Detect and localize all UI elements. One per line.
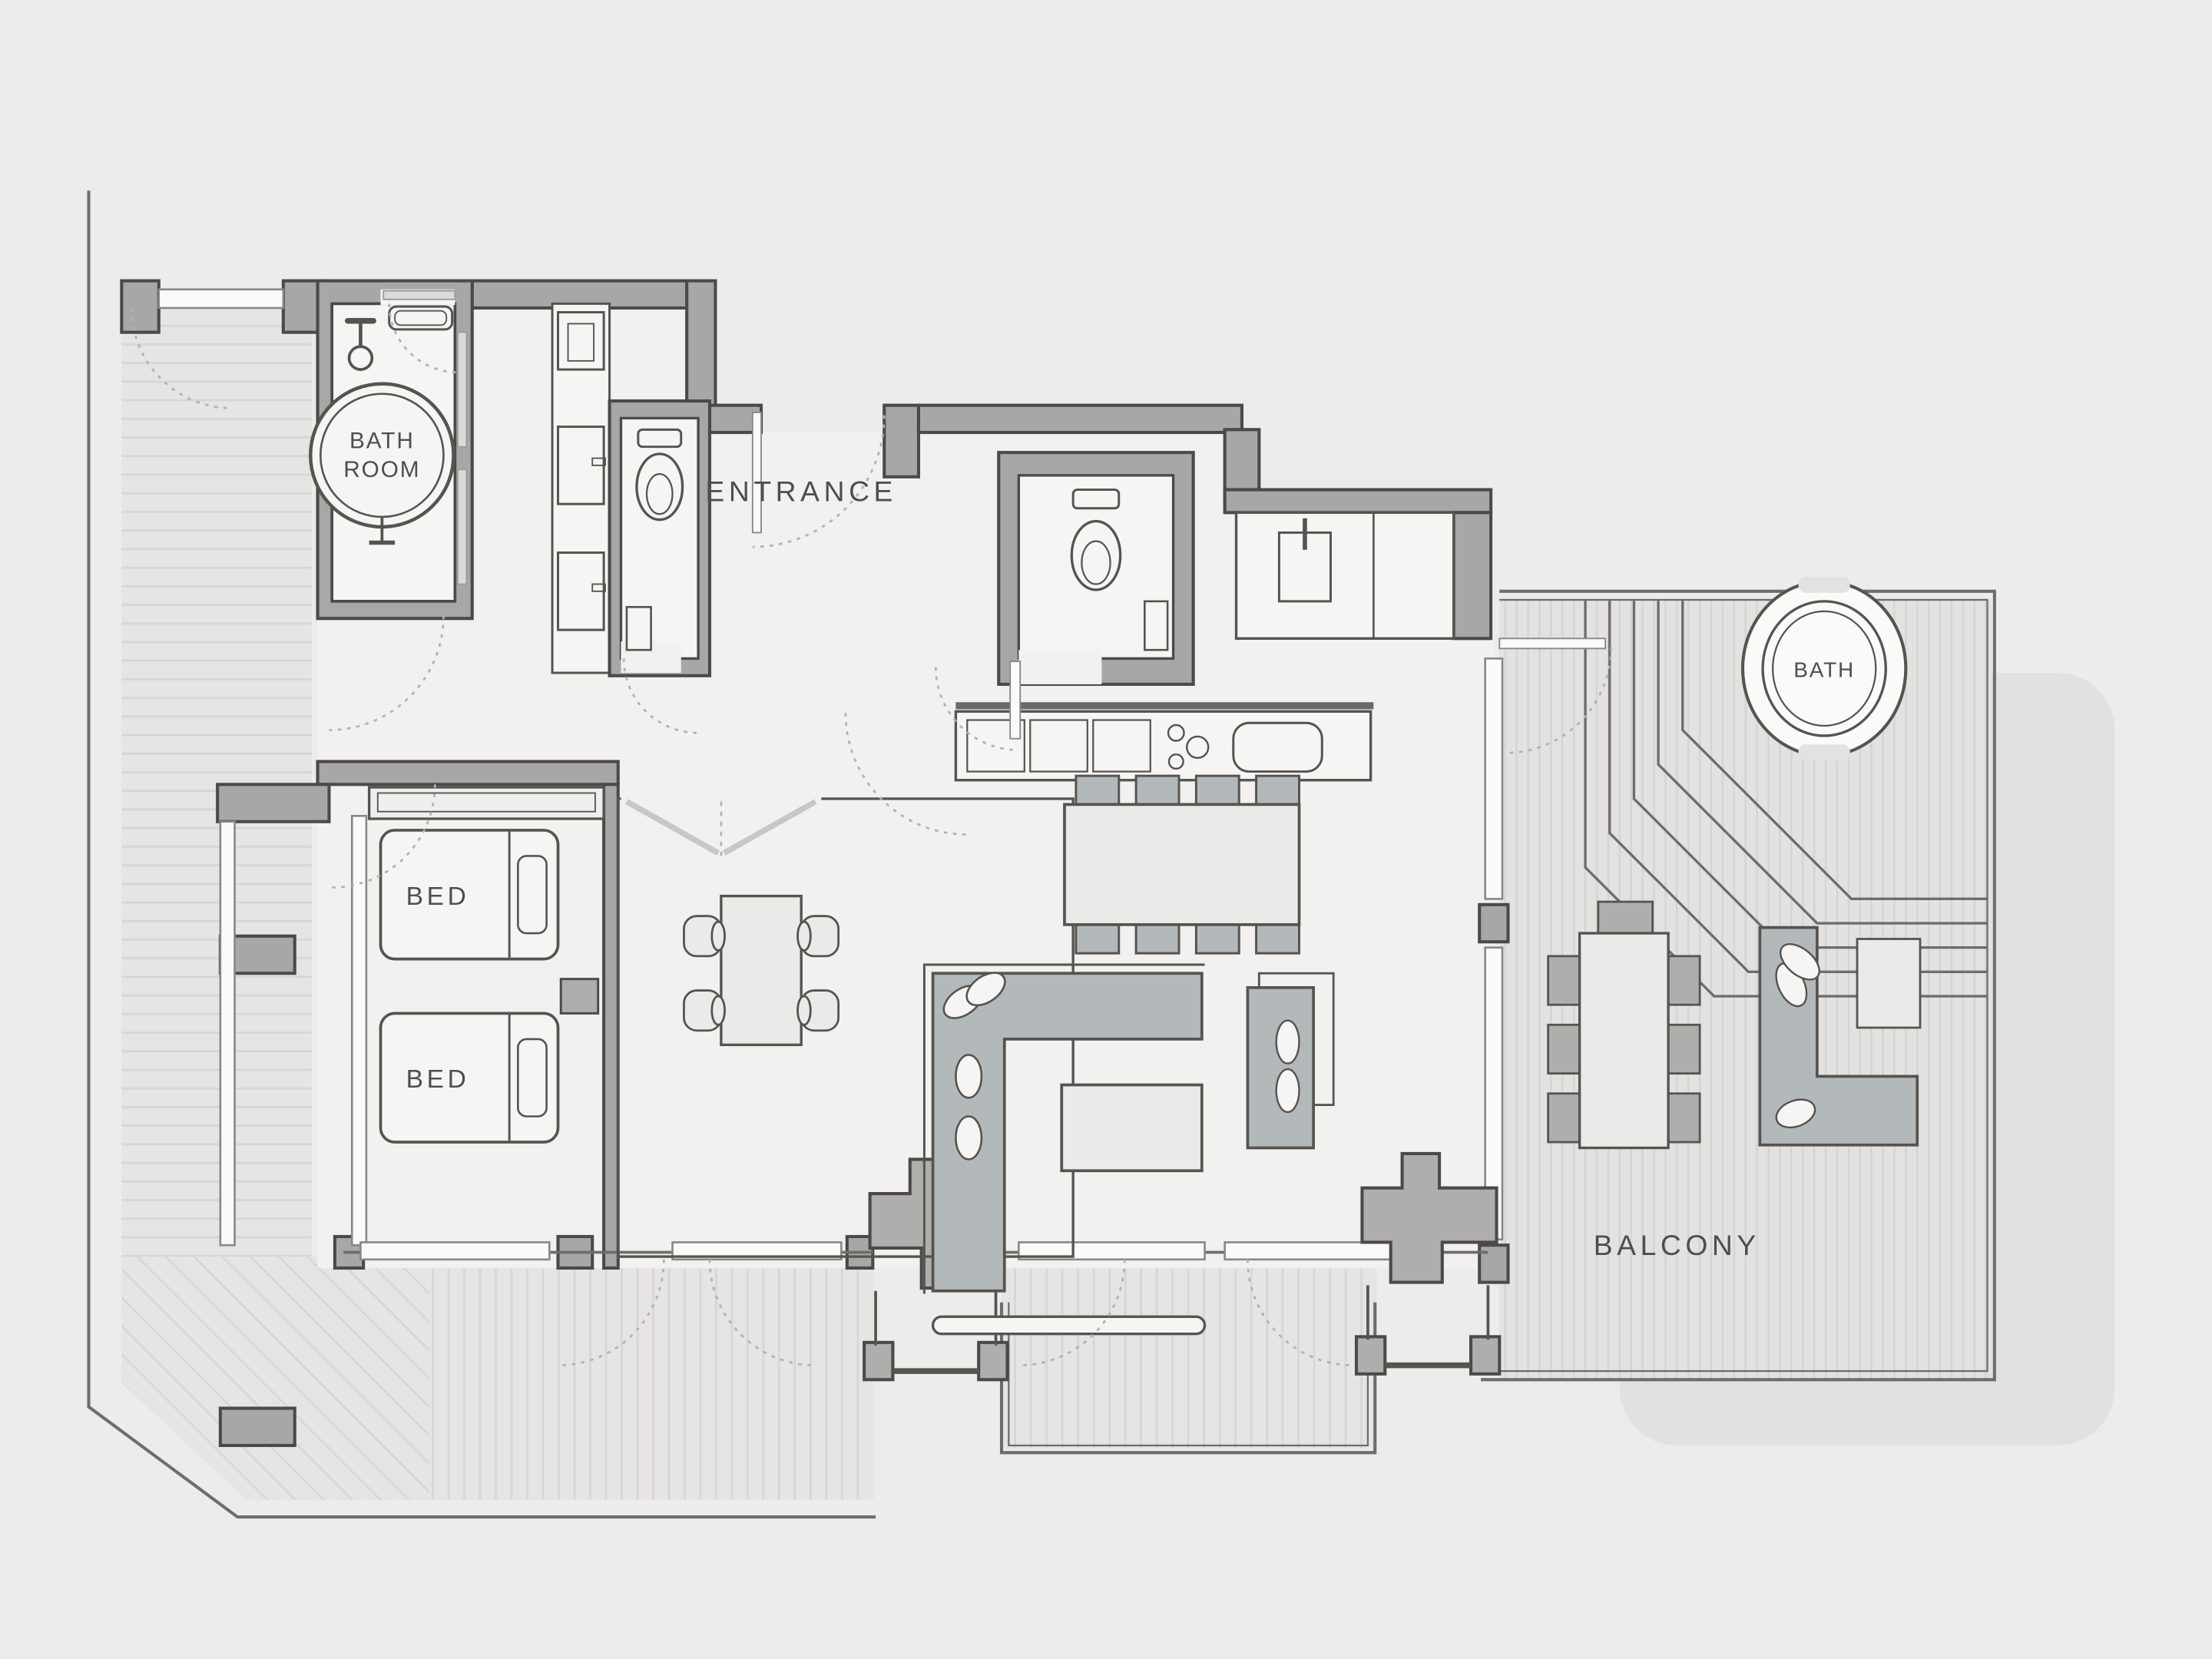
door-swing-arcs xyxy=(130,303,1612,1367)
windows xyxy=(157,288,1504,1261)
kitchen-wall-counter xyxy=(1234,511,1455,640)
circular-bathtub-icon xyxy=(309,382,455,545)
side-table xyxy=(1856,938,1922,1029)
laundry-column xyxy=(551,302,611,674)
sofa-pillows xyxy=(942,972,1006,1161)
kitchen-island xyxy=(954,702,1374,782)
pillow xyxy=(517,1038,548,1118)
bathroom: BATH ROOM xyxy=(309,279,474,621)
pillar-foot xyxy=(977,1340,1009,1382)
cabinet-icon xyxy=(625,606,652,651)
window-balcony-left xyxy=(219,820,236,1247)
door-arc-toilet-1 xyxy=(622,658,699,734)
shower-icon xyxy=(344,318,376,371)
walls xyxy=(120,279,1510,1448)
pillar-foot xyxy=(1354,1335,1387,1376)
door-arc-bathroom xyxy=(388,303,459,374)
wall-post-entrance xyxy=(882,403,921,478)
bifold-door-leaf xyxy=(625,799,720,856)
door-arc-kitchen xyxy=(844,713,968,836)
doors xyxy=(130,303,1612,1367)
door-arc-entrance xyxy=(752,415,886,548)
bedroom: BED BED xyxy=(367,786,605,1144)
entrance-label: ENTRANCE xyxy=(705,475,897,507)
bifold-door-leaf xyxy=(722,799,817,856)
island-sink-icon xyxy=(1232,721,1323,773)
coffee-table xyxy=(1060,1083,1204,1173)
toilet-icon xyxy=(1070,488,1122,591)
outdoor-dining-set xyxy=(1547,900,1701,1150)
balcony-right-furniture: BATH xyxy=(1547,577,1922,1150)
railings xyxy=(87,190,1996,1519)
cabinet-icon xyxy=(1143,600,1169,651)
washer-icon xyxy=(557,311,605,371)
balcony-left xyxy=(121,307,873,1500)
stove-burners-icon xyxy=(1167,724,1210,770)
sofa xyxy=(922,963,1205,1294)
balcony-door-leaf xyxy=(1498,637,1607,650)
window-top-left xyxy=(157,288,285,310)
railing-right xyxy=(1481,589,1996,1382)
balcony-bottom-center xyxy=(1002,1267,1377,1449)
chaise-lounge xyxy=(1758,926,1919,1147)
pillar-foot xyxy=(863,1340,895,1382)
toilet-icon xyxy=(635,428,684,522)
railing-left xyxy=(87,190,876,1519)
desk xyxy=(367,786,605,820)
balcony-label: BALCONY xyxy=(1594,1229,1760,1261)
wall-post xyxy=(120,279,161,334)
window-living-east-1 xyxy=(1484,657,1504,900)
pillar-foot xyxy=(1469,1335,1502,1376)
bed-1-label: BED xyxy=(406,882,470,911)
tatami-room xyxy=(617,790,1075,1258)
entrance-door-leaf xyxy=(751,412,762,534)
door-arc-bedroom xyxy=(332,784,436,889)
pillow xyxy=(517,855,548,935)
window-room-south xyxy=(671,1241,843,1261)
door-arc-toilet-2 xyxy=(934,667,1019,752)
nightstand xyxy=(559,978,600,1015)
dining-set xyxy=(1063,774,1301,955)
bathroom-label-line2: ROOM xyxy=(343,457,420,482)
wc2-door-leaf xyxy=(1009,661,1022,740)
window-bedroom-west xyxy=(350,814,368,1247)
bed-2-label: BED xyxy=(406,1065,470,1094)
outdoor-table xyxy=(1578,932,1670,1150)
chairs xyxy=(683,915,840,1032)
rug xyxy=(931,1315,1207,1336)
window-bedroom-south xyxy=(359,1241,551,1261)
dining-table xyxy=(1063,803,1301,926)
outdoor-bath-icon: BATH xyxy=(1740,577,1908,760)
bathroom-label-line1: BATH xyxy=(349,429,415,454)
tub-icon xyxy=(388,305,454,331)
living-dining xyxy=(922,774,1335,1336)
pillar-b xyxy=(1360,1151,1498,1284)
toilet-room-2 xyxy=(997,451,1195,686)
table xyxy=(720,894,803,1047)
window-living-south-1 xyxy=(1018,1241,1206,1261)
armchair xyxy=(1246,972,1335,1150)
toilet-room-1 xyxy=(608,399,712,677)
bed-1: BED xyxy=(379,829,560,961)
outdoor-bath-label: BATH xyxy=(1793,658,1855,682)
bed-2: BED xyxy=(379,1012,560,1144)
door-arc-balcony-left xyxy=(130,307,232,409)
